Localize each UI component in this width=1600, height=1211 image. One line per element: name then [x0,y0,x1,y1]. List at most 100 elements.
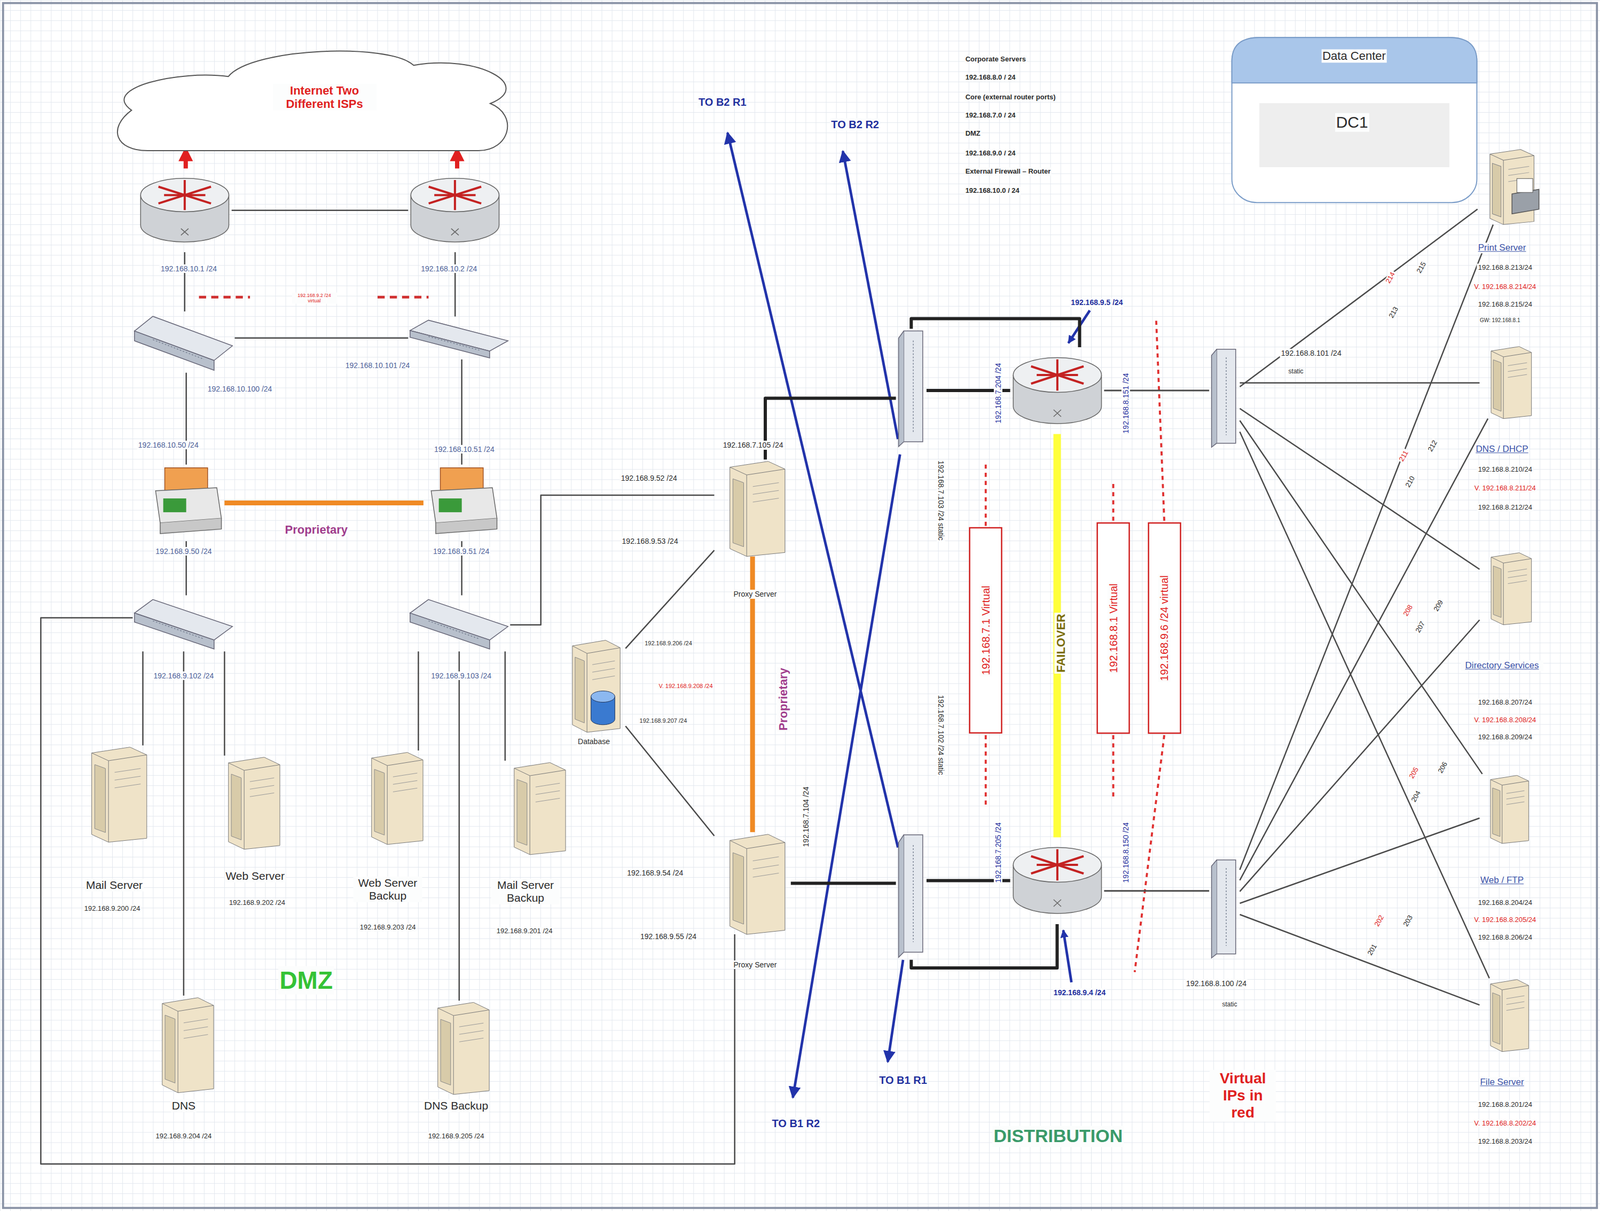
annotation-label: 192.168.7.0 / 24 [964,111,1017,120]
drawing-part [752,856,779,877]
drawing-part [428,179,482,210]
drawing-part [1492,163,1501,217]
network-switch: 192.168.8.100 /24static [1209,857,1240,960]
annotation-label: 209 [1431,597,1446,614]
drawing-part [1507,362,1527,378]
drawing-part [459,1022,484,1042]
drawing-part [1492,992,1500,1045]
drawing-part [160,518,222,534]
router: 192.168.9.5 /24192.168.7.204 /24192.168.… [1010,347,1105,434]
device-label: Web Server [224,869,286,883]
drawing-part [1489,774,1529,843]
device-label: 192.168.9.207 /24 [638,717,689,725]
annotation-label: TO B1 R2 [771,1116,822,1129]
device-label: static [1220,1000,1238,1009]
drawing-part [729,840,785,935]
device-label: 192.168.9.203 /24 [358,922,418,931]
device-label: V. 192.168.8.214/24 [1472,283,1537,292]
device-label: 192.168.9.103 /24 [429,671,493,680]
router: 192.168.10.1 /24 [137,168,232,253]
drawing-part [95,764,106,833]
drawing-part [428,335,480,350]
drawing-part [729,834,785,935]
network-link [1103,889,1210,892]
network-link [183,159,188,169]
network-link [510,495,715,625]
drawing-part [1053,899,1061,907]
device-label: V. 192.168.8.205/24 [1472,915,1537,924]
device-label: 192.168.8.204/24 [1477,898,1534,907]
network-switch: 192.168.7.102 /24 static [896,832,927,960]
device-label: 192.168.9.55 /24 [639,931,698,941]
device-label: V. 192.168.8.208/24 [1472,715,1537,724]
device-label: 192.168.10.100 /24 [206,384,274,394]
drawing-part [155,487,222,523]
drawing-part [912,340,914,433]
device-label: 192.168.9.54 /24 [625,868,685,877]
server: DNS192.168.9.204 /24 [147,995,220,1093]
drawing-part [162,997,214,1093]
drawing-part [162,1002,214,1093]
annotation-label: Virtual IPs in red [1209,1069,1276,1122]
drawing-part [153,621,205,640]
annotation-label: External Firewall – Router [964,167,1053,176]
device-label: 192.168.9.205 /24 [427,1132,486,1141]
device-label: Data Center [1321,49,1387,63]
drawing-part [437,1002,490,1095]
drawing-part [903,834,923,953]
server: Web Server Backup192.168.9.203 /24 [357,750,429,845]
network-link [911,318,1080,348]
device-label: 192.168.9.51 /24 [432,546,491,556]
drawing-part [514,762,566,855]
network-link [454,252,457,317]
drawing-part [410,330,490,358]
drawing-part [912,844,914,943]
network-link [765,398,897,460]
print-server-icon [1477,147,1540,225]
device-label: Proxy Server [732,589,778,599]
annotation-label: 192.168.8.0 / 24 [964,73,1017,82]
drawing-part [1506,790,1525,805]
drawing-part [732,478,744,547]
drawing-part [153,339,205,360]
branch-arrow [842,151,898,439]
network-link [417,651,420,751]
device-label: Mail Server Backup [491,878,561,905]
device-label: 192.168.8.150 /24 [1120,821,1130,884]
server: Web / FTP192.168.8.204/24V. 192.168.8.20… [1479,773,1533,844]
device-label: DNS Backup [422,1099,490,1112]
device-label: 192.168.8.210/24 [1477,465,1534,474]
server: Web Server192.168.9.202 /24 [214,755,286,850]
device-label: Web / FTP [1479,874,1525,886]
drawing-part [183,1018,208,1038]
server-icon [147,995,220,1093]
server: Mail Server Backup192.168.9.201 /24 [499,760,572,855]
drawing-part [1030,849,1084,881]
drawing-part [1493,566,1502,618]
drawing-part [1030,359,1084,391]
drawing-part [435,518,498,534]
network-link [142,651,144,746]
drawing-part [1492,787,1500,837]
drawing-part [371,757,423,845]
device-label: 192.168.7.204 /24 [993,361,1003,425]
network-link [185,372,187,465]
network-link [1240,818,1480,904]
device-label: 192.168.10.101 /24 [344,361,412,370]
annotation-label: 201 [1365,941,1380,958]
drawing-part [903,331,923,443]
link-label: FAILOVER [1054,612,1068,674]
device-label: 192.168.9.102 /24 [152,671,215,680]
network-switch-icon [132,311,235,373]
network-link [1240,224,1494,870]
router: 192.168.10.2 /24 [408,168,503,253]
network-link [455,159,460,169]
firewall-icon [147,464,225,541]
device-label: 192.168.8.1 Virtual [1107,582,1120,674]
network-switch-icon [896,832,927,960]
firewall: 192.168.10.51 /24192.168.9.51 /24 [423,464,500,541]
drawing-part [1217,859,1237,954]
drawing-part [572,639,621,732]
server-icon [499,760,572,855]
drawing-part [228,763,280,850]
